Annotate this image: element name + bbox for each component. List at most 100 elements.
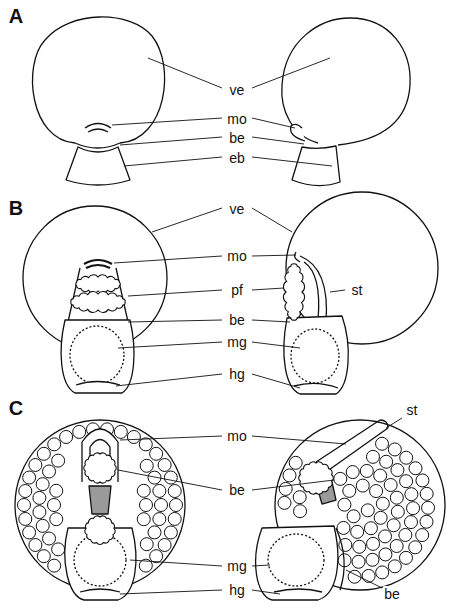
part-label: eb <box>228 150 246 166</box>
cell <box>422 501 435 514</box>
label-holder: ve <box>229 81 246 99</box>
part-label: ve <box>229 201 246 217</box>
cell <box>279 482 292 495</box>
episphere-bulb <box>66 147 130 185</box>
ciliated-band <box>76 275 121 293</box>
cell <box>293 491 306 504</box>
cell <box>337 521 350 534</box>
midgut <box>70 326 124 384</box>
part-label: mg <box>226 334 247 350</box>
cell <box>294 505 307 518</box>
cell <box>407 502 420 515</box>
label-holder: mo <box>226 427 247 445</box>
cell <box>416 474 429 487</box>
cell <box>384 478 397 491</box>
cell <box>420 487 433 500</box>
cell <box>60 430 73 443</box>
cell <box>52 454 65 467</box>
body-sac <box>284 316 348 394</box>
grey-region <box>89 486 111 514</box>
cell <box>168 485 181 498</box>
cell <box>158 458 171 471</box>
part-label: be <box>228 312 246 328</box>
cell <box>155 499 168 512</box>
gut-wall <box>68 268 128 322</box>
cell <box>347 510 360 523</box>
cell <box>137 484 150 497</box>
label-holder: B <box>8 197 24 219</box>
cell <box>33 491 46 504</box>
body-sac <box>61 320 134 393</box>
cell <box>164 471 177 484</box>
cell <box>50 484 63 497</box>
ciliated-band <box>299 462 334 494</box>
cell <box>23 526 36 539</box>
cell <box>409 541 422 554</box>
cell <box>379 548 392 561</box>
cell <box>352 555 365 568</box>
stomach-tube <box>316 420 388 472</box>
cell <box>388 443 401 456</box>
cell <box>361 504 374 517</box>
mouth <box>291 124 305 141</box>
ciliated-band <box>85 516 115 545</box>
part-label: mo <box>226 248 247 264</box>
cell <box>153 484 166 497</box>
cell <box>338 498 351 511</box>
leader-line <box>112 58 332 166</box>
label-holder: eb <box>228 149 246 167</box>
cell <box>420 515 433 528</box>
part-label: ve <box>229 82 246 98</box>
cell <box>170 499 183 512</box>
cell <box>148 526 161 539</box>
cell <box>48 499 61 512</box>
panel-letter: A <box>8 5 24 27</box>
cell <box>164 526 177 539</box>
cell <box>140 499 153 512</box>
cell <box>346 466 359 479</box>
cell <box>376 566 389 579</box>
part-label: mo <box>226 428 247 444</box>
cell <box>399 528 412 541</box>
episphere-bulb <box>292 146 340 186</box>
part-label: be <box>383 586 401 602</box>
label-holder: hg <box>228 581 246 599</box>
cell <box>387 519 400 532</box>
cell <box>334 472 347 485</box>
ciliated-band <box>71 292 125 313</box>
label-holder: be <box>383 585 401 603</box>
cell <box>416 529 429 542</box>
hindgut <box>294 383 338 388</box>
cell <box>18 499 31 512</box>
cell <box>43 532 56 545</box>
cell <box>390 539 403 552</box>
cell <box>351 525 364 538</box>
cell <box>19 485 32 498</box>
cell <box>23 471 36 484</box>
cell <box>391 505 404 518</box>
gut-wall <box>336 528 344 590</box>
label-holder: mg <box>226 333 247 351</box>
cell <box>140 538 153 551</box>
leader-line <box>118 418 402 594</box>
part-label: be <box>228 482 246 498</box>
part-label: mo <box>226 111 247 127</box>
cell <box>33 506 46 519</box>
label-holder: mo <box>226 110 247 128</box>
cell <box>37 550 50 563</box>
label-holder: be <box>228 311 246 329</box>
cell <box>140 459 153 472</box>
panel-letter: B <box>8 197 24 219</box>
mouth <box>85 124 111 133</box>
part-label: pf <box>230 282 244 298</box>
cell <box>137 513 150 526</box>
cell <box>404 516 417 529</box>
cell <box>43 465 56 478</box>
part-label: st <box>406 402 419 418</box>
midgut <box>268 534 324 586</box>
cell <box>379 530 392 543</box>
velum <box>282 18 410 145</box>
cell <box>48 559 61 572</box>
cell <box>391 464 404 477</box>
part-label: hg <box>228 366 246 382</box>
